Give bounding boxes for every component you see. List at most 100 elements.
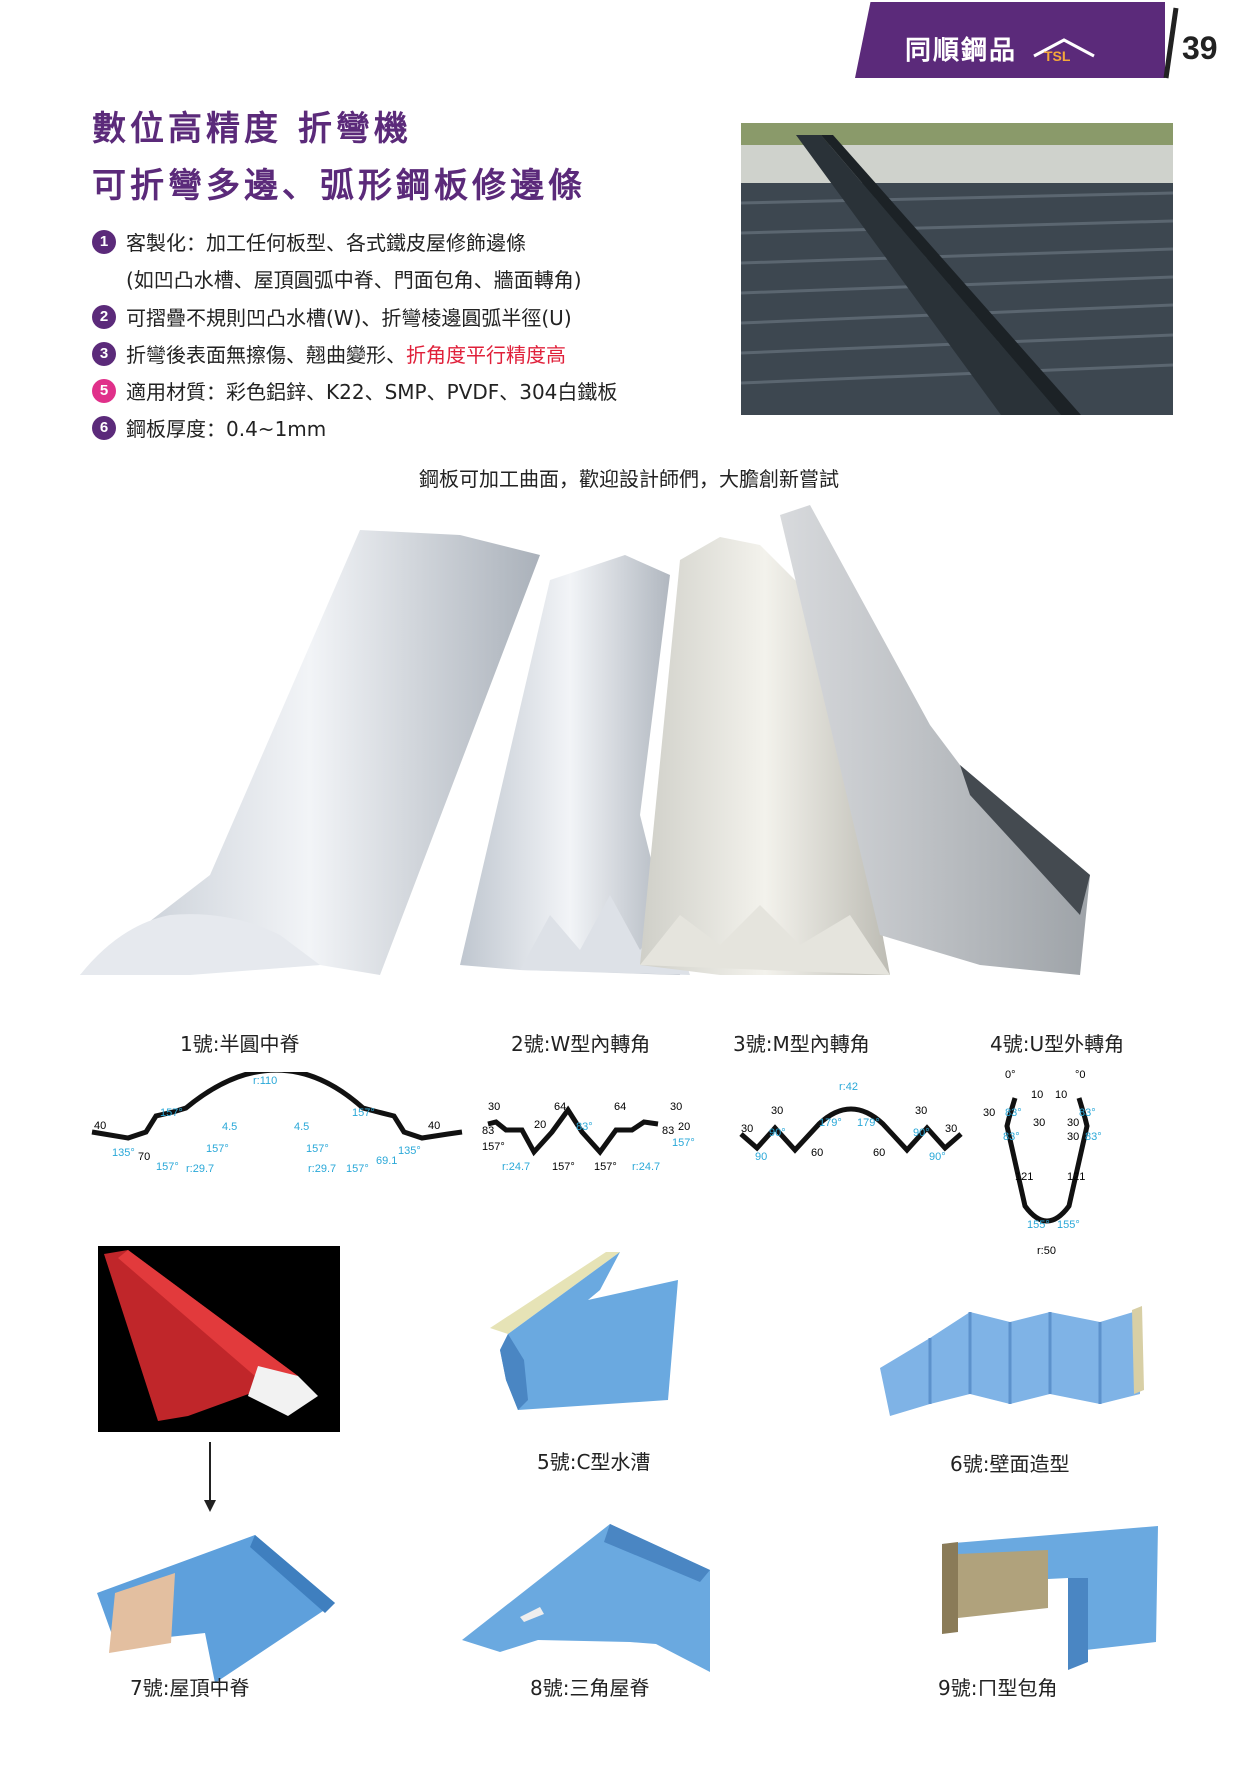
svg-text:30: 30: [488, 1101, 500, 1113]
svg-text:83°: 83°: [1085, 1131, 1102, 1143]
product-label-8: 8號:三角屋脊: [530, 1676, 650, 1700]
page-number: 39: [1182, 30, 1218, 66]
svg-text:157°: 157°: [306, 1143, 329, 1155]
svg-text:90: 90: [755, 1151, 767, 1163]
svg-text:83°: 83°: [1005, 1107, 1022, 1119]
feature-number: 1: [92, 229, 116, 254]
svg-text:60: 60: [811, 1147, 823, 1159]
svg-text:135°: 135°: [112, 1147, 135, 1159]
page-title: 數位高精度 折彎機: [92, 109, 412, 149]
svg-text:157°: 157°: [552, 1161, 575, 1173]
feature-number: 3: [92, 341, 116, 366]
svg-text:30: 30: [741, 1123, 753, 1135]
svg-text:10: 10: [1055, 1089, 1067, 1101]
svg-text:121: 121: [1067, 1171, 1085, 1183]
panel-half-round-ridge: [80, 530, 540, 975]
svg-text:155°: 155°: [1057, 1219, 1080, 1231]
svg-text:179°: 179°: [857, 1117, 880, 1129]
svg-text:r:29.7: r:29.7: [186, 1163, 214, 1175]
roof-photo: [741, 123, 1173, 415]
feature-number: 2: [92, 304, 116, 329]
feature-number: 5: [92, 378, 116, 403]
svg-text:10: 10: [1031, 1089, 1043, 1101]
roof-ridge-image: [97, 1535, 335, 1683]
svg-text:4.5: 4.5: [294, 1121, 309, 1133]
svg-text:0°: 0°: [1005, 1069, 1016, 1081]
svg-text:40: 40: [428, 1120, 440, 1132]
panel-u-outer-corner: [780, 505, 1090, 975]
svg-text:157°: 157°: [206, 1143, 229, 1155]
logo-text: TSL: [1044, 48, 1071, 64]
brand-tab: [855, 2, 1165, 78]
svg-text:83°: 83°: [1003, 1131, 1020, 1143]
profile-diagram-4: 0° °0 10 10 30 30 83° 83° 30 30 83° 83° …: [983, 1069, 1102, 1256]
svg-text:r:50: r:50: [1037, 1245, 1056, 1256]
profile-diagram-1: r:110 157° 4.5 4.5 157° 40 40 135° 70 15…: [91, 1072, 463, 1175]
svg-text:30: 30: [915, 1105, 927, 1117]
product-label-7: 7號:屋頂中脊: [130, 1676, 250, 1700]
svg-text:r:29.7: r:29.7: [308, 1163, 336, 1175]
red-ridge-photo: [98, 1246, 340, 1432]
svg-text:121: 121: [1015, 1171, 1033, 1183]
panel-m-inner-corner: [640, 537, 890, 975]
svg-text:179°: 179°: [819, 1117, 842, 1129]
svg-text:90°: 90°: [929, 1151, 946, 1163]
feature-item: (如凹凸水槽、屋頂圓弧中脊、門面包角、牆面轉角): [126, 268, 582, 292]
page-divider: [1163, 7, 1179, 79]
svg-text:30: 30: [771, 1105, 783, 1117]
svg-text:r:110: r:110: [253, 1075, 277, 1087]
svg-text:r:24.7: r:24.7: [502, 1161, 530, 1173]
svg-text:157°: 157°: [594, 1161, 617, 1173]
svg-text:157°: 157°: [160, 1107, 183, 1119]
feature-highlight: 折角度平行精度高: [406, 343, 566, 367]
svg-text:30: 30: [945, 1123, 957, 1135]
product-label-2: 2號:W型內轉角: [511, 1032, 651, 1056]
brand-name: 同順鋼品: [905, 36, 1018, 66]
c-gutter-image: [490, 1252, 678, 1410]
wall-pattern-image: [880, 1306, 1144, 1416]
product-label-1: 1號:半圓中脊: [180, 1032, 300, 1056]
svg-text:40: 40: [94, 1120, 106, 1132]
svg-text:157°: 157°: [346, 1163, 369, 1175]
product-label-6: 6號:壁面造型: [950, 1452, 1070, 1476]
product-label-9: 9號:ㄇ型包角: [938, 1676, 1058, 1700]
svg-text:83°: 83°: [576, 1121, 593, 1133]
product-label-3: 3號:M型內轉角: [733, 1032, 870, 1056]
svg-text:64: 64: [614, 1101, 626, 1113]
curve-caption: 鋼板可加工曲面，歡迎設計師們，大膽創新嘗試: [419, 467, 839, 491]
feature-number: 6: [92, 415, 116, 440]
svg-text:157°: 157°: [672, 1137, 695, 1149]
svg-text:4.5: 4.5: [222, 1121, 237, 1133]
svg-text:83: 83: [662, 1125, 674, 1137]
svg-text:135°: 135°: [398, 1145, 421, 1157]
svg-text:157°: 157°: [482, 1141, 505, 1153]
svg-text:90°: 90°: [913, 1127, 930, 1139]
svg-text:83°: 83°: [1079, 1107, 1096, 1119]
svg-text:30: 30: [983, 1107, 995, 1119]
svg-text:r:42: r:42: [839, 1081, 858, 1093]
svg-text:30: 30: [670, 1101, 682, 1113]
svg-text:157°: 157°: [352, 1107, 375, 1119]
svg-text:°0: °0: [1075, 1069, 1086, 1081]
svg-text:155°: 155°: [1027, 1219, 1050, 1231]
svg-text:157°: 157°: [156, 1161, 179, 1173]
page-subtitle: 可折彎多邊、弧形鋼板修邊條: [92, 166, 586, 206]
svg-text:20: 20: [678, 1121, 690, 1133]
svg-text:30: 30: [1033, 1117, 1045, 1129]
svg-text:30: 30: [1067, 1131, 1079, 1143]
svg-text:30: 30: [1067, 1117, 1079, 1129]
panel-w-inner-corner: [460, 555, 680, 975]
product-label-4: 4號:U型外轉角: [990, 1032, 1125, 1056]
profile-diagram-2: 30 64 64 30 83 20 83° 83 20 157° 157° r:…: [482, 1101, 695, 1173]
u-corner-image: [942, 1526, 1158, 1670]
svg-text:64: 64: [554, 1101, 566, 1113]
brand-logo-icon: TSL: [1033, 38, 1095, 64]
svg-text:r:24.7: r:24.7: [632, 1161, 660, 1173]
svg-text:69.1: 69.1: [376, 1155, 397, 1167]
svg-text:83: 83: [482, 1125, 494, 1137]
